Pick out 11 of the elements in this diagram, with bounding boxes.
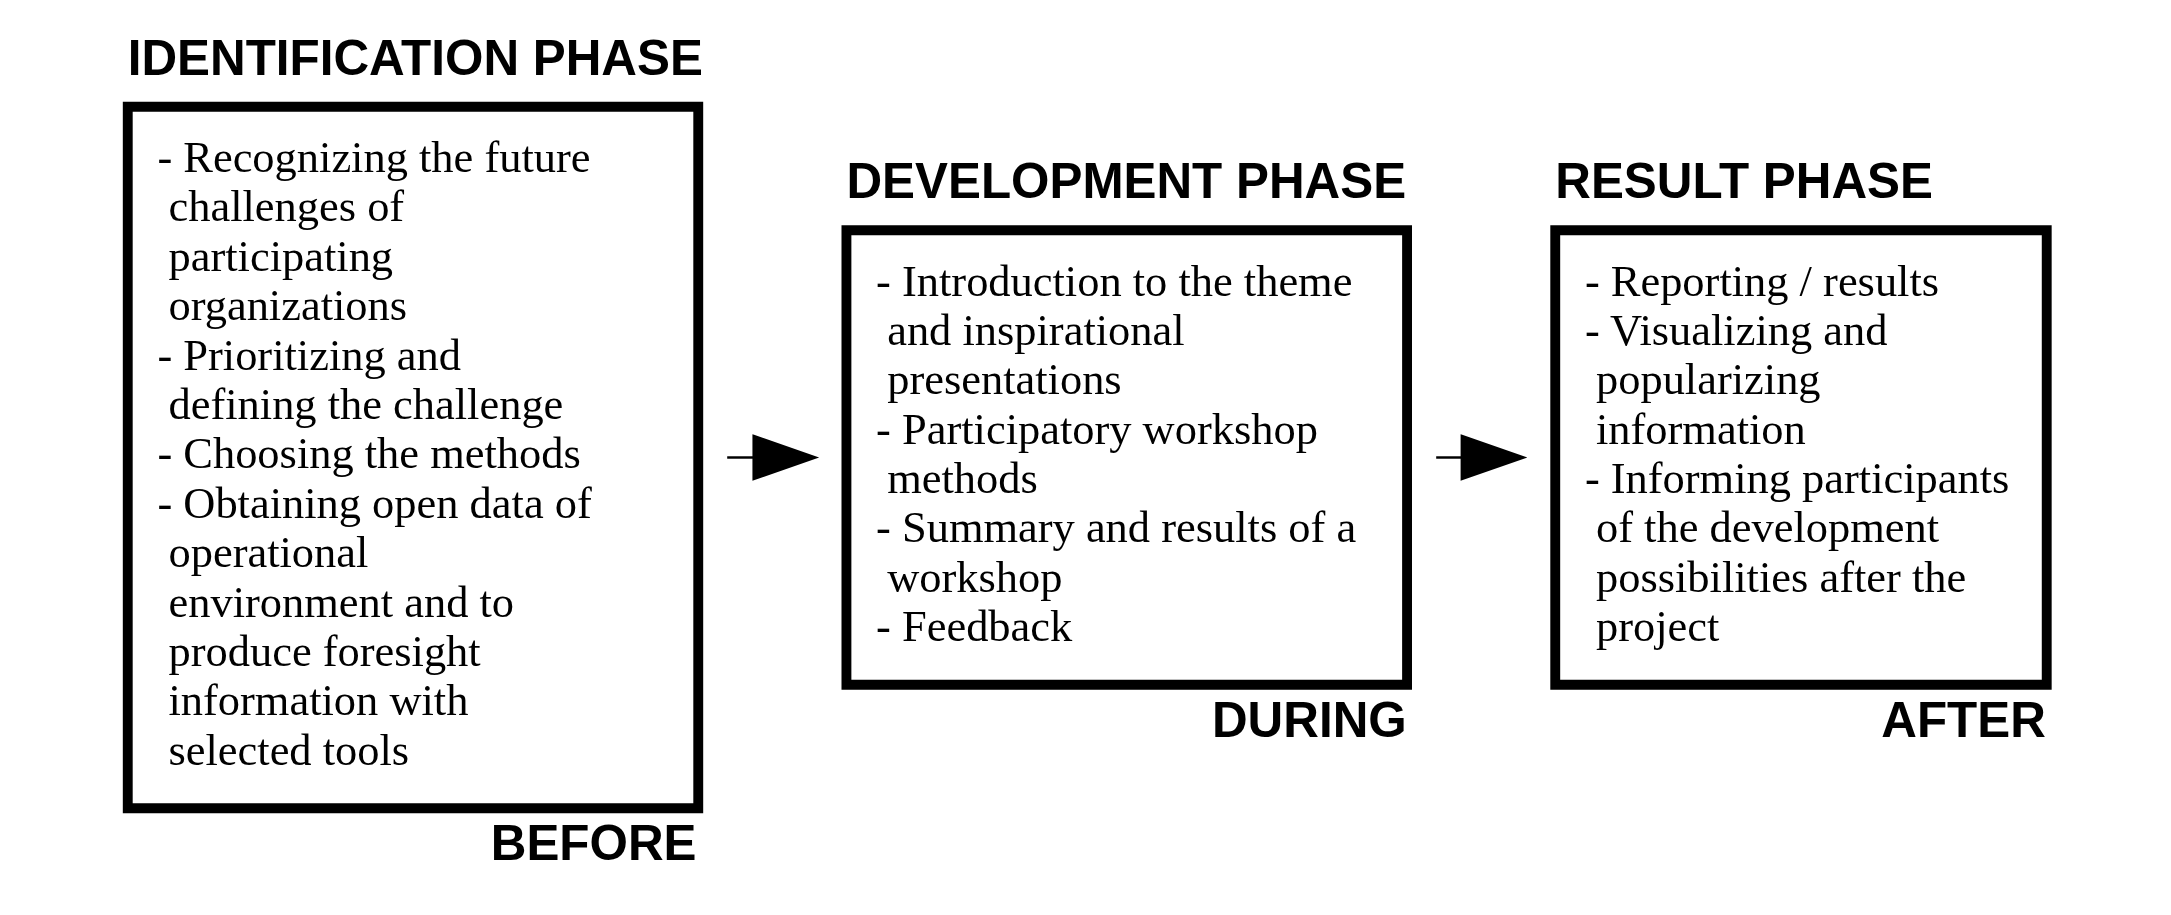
node-label: IDENTIFICATION PHASE bbox=[127, 29, 703, 85]
arrow bbox=[726, 434, 819, 481]
node-label: DURING bbox=[1211, 691, 1407, 747]
node-label: BEFORE bbox=[490, 815, 697, 871]
node-box: - Reporting / results - Visualizing and popularizing information - Informing participants of the development possibilities after the project bbox=[1549, 225, 2052, 690]
node-label: DEVELOPMENT PHASE bbox=[845, 153, 1406, 209]
node-box: - Recognizing the future challenges of participating organizations - Prioritizing and defining the challenge - Choosing the methods - Obtaining open data of operational environment and to produce foresight information with selected tools bbox=[122, 101, 703, 814]
node-label: AFTER bbox=[1880, 691, 2046, 747]
node-box: - Introduction to the theme and inspirational presentations - Participatory workshop methods - Summary and results of a workshop - Feedback bbox=[841, 225, 1412, 690]
node-label: RESULT PHASE bbox=[1554, 153, 1933, 209]
arrow bbox=[1435, 434, 1527, 481]
